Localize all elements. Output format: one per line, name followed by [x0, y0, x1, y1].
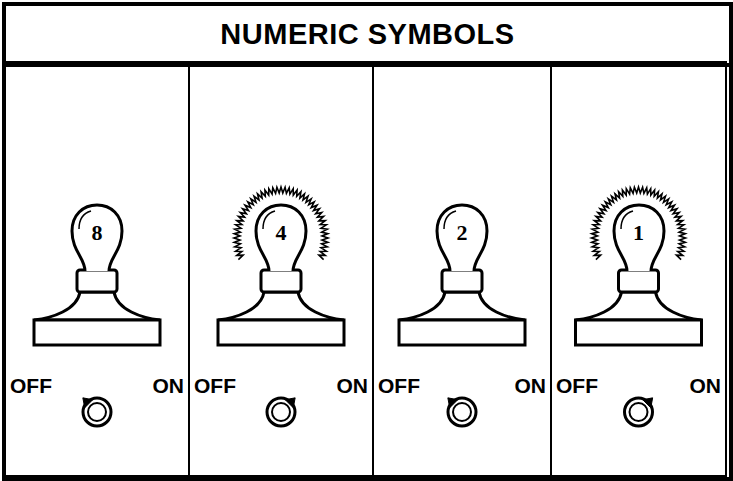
lamp-bulb: 1: [612, 203, 666, 271]
switch-panel: OFF ON 4: [188, 61, 374, 477]
on-label: ON: [337, 374, 369, 398]
lamp-bases: [34, 270, 702, 345]
bulb-number: 8: [92, 220, 103, 246]
bulb-number: 4: [276, 220, 287, 246]
title-text: NUMERIC SYMBOLS: [220, 18, 514, 51]
bulb-number: 1: [633, 220, 644, 246]
lamp-bulb: 2: [435, 203, 489, 271]
on-label: ON: [153, 374, 185, 398]
switch-panel: OFF ON 8: [4, 61, 190, 477]
switch-panel: OFF ON 1: [550, 61, 727, 477]
off-label: OFF: [194, 374, 236, 398]
lamp-bulb: 4: [254, 203, 308, 271]
off-label: OFF: [556, 374, 598, 398]
title-band: NUMERIC SYMBOLS: [2, 2, 733, 67]
on-label: ON: [690, 374, 722, 398]
lamp-bulb: 8: [70, 203, 124, 271]
off-label: OFF: [10, 374, 52, 398]
bulb-number: 2: [457, 220, 468, 246]
switch-panel: OFF ON 2: [372, 61, 552, 477]
off-label: OFF: [378, 374, 420, 398]
on-label: ON: [515, 374, 547, 398]
switch-knobs: [83, 398, 653, 426]
